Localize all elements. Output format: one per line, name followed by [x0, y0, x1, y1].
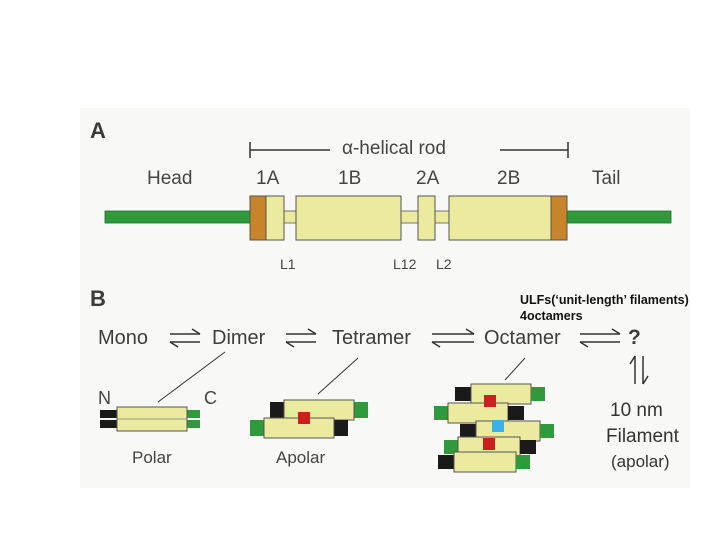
segment-2b	[448, 195, 568, 241]
panel-b-letter: B	[90, 286, 106, 311]
head-label: Head	[147, 168, 193, 189]
step-dimer: Dimer	[212, 327, 266, 349]
segment-2b-label: 2B	[497, 168, 521, 189]
filament-line3: (apolar)	[611, 452, 670, 471]
segment-1a-label: 1A	[256, 168, 280, 189]
panel-a-letter: A	[90, 118, 106, 143]
linker-l2-label: L2	[436, 256, 452, 272]
tail-label: Tail	[592, 168, 621, 189]
n-terminus-label: N	[98, 388, 111, 408]
equilibrium-arrow-3	[431, 328, 475, 348]
step-tetramer: Tetramer	[332, 327, 411, 349]
segment-2a	[417, 195, 436, 241]
step-mono: Mono	[98, 327, 149, 349]
tail-domain	[565, 210, 672, 224]
apolar-label: Apolar	[276, 448, 326, 467]
equilibrium-arrow-2	[285, 328, 317, 348]
figure-graphics	[100, 138, 672, 473]
segment-1b	[295, 195, 402, 241]
polar-label: Polar	[132, 448, 172, 467]
head-domain	[104, 210, 254, 224]
equilibrium-arrow-vertical	[629, 355, 649, 385]
ulf-note-line2: 4octamers	[520, 309, 583, 323]
pointer-octamer	[504, 357, 526, 381]
linker-l12-label: L12	[393, 256, 417, 272]
step-octamer: Octamer	[484, 327, 561, 349]
polar-dimer	[100, 406, 200, 432]
filament-line1: 10 nm	[610, 400, 663, 421]
linker-l2	[433, 210, 451, 224]
segment-1b-label: 1B	[338, 168, 362, 189]
linker-l1	[282, 210, 298, 224]
filament-line2: Filament	[606, 426, 679, 447]
pointer-tetramer	[317, 357, 359, 395]
linker-l12	[400, 210, 420, 224]
pointer-dimer	[157, 351, 226, 403]
ulf-note-line1: ULFs(‘unit-length’ filaments)	[520, 293, 689, 307]
protein-structure-figure: A α-helical rod Head 1A 1B 2A 2B Tail L1…	[80, 108, 690, 488]
c-terminus-label: C	[204, 388, 217, 408]
step-unknown: ?	[628, 326, 641, 349]
segment-2a-label: 2A	[416, 168, 440, 189]
equilibrium-arrow-1	[169, 328, 201, 348]
equilibrium-arrow-4	[579, 328, 621, 348]
apolar-tetramer	[250, 399, 368, 439]
linker-l1-label: L1	[280, 256, 296, 272]
octamer	[434, 383, 554, 473]
rod-label: α-helical rod	[342, 138, 446, 159]
